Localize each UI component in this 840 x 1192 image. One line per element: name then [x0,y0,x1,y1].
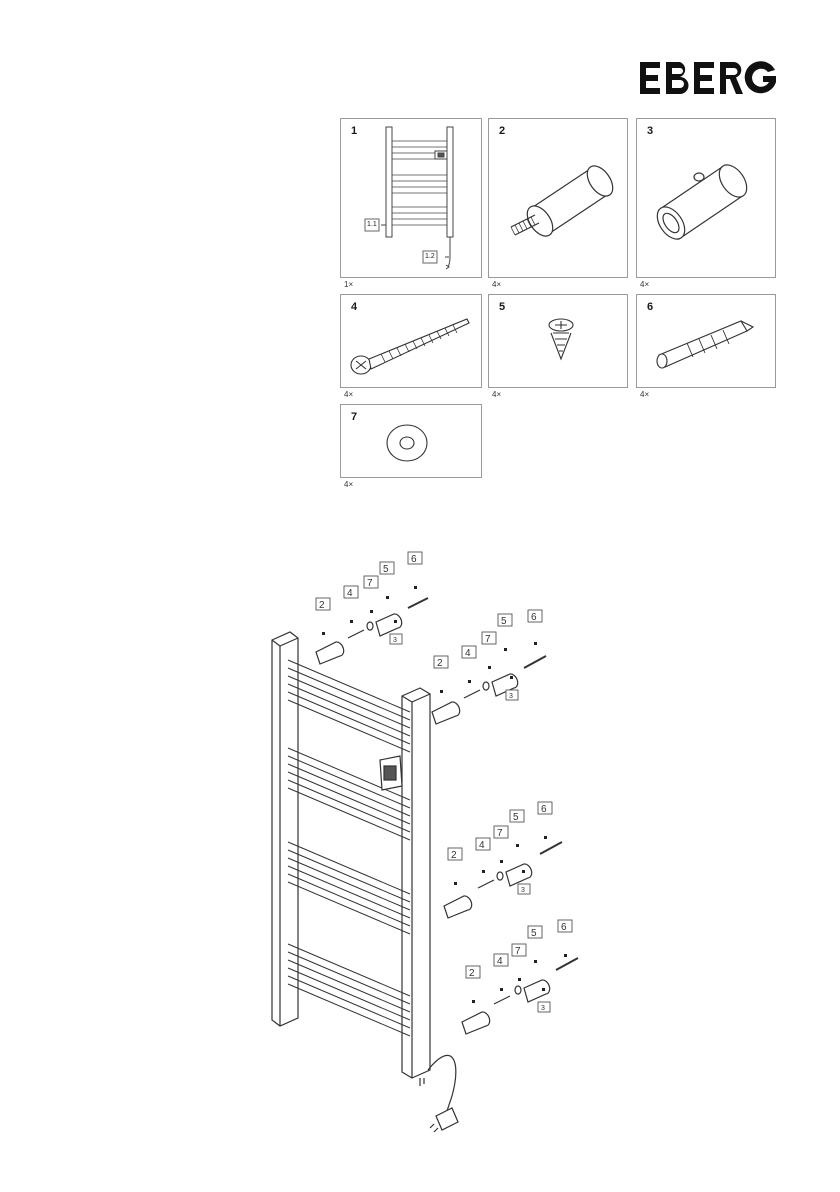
callout-6: 6 [561,922,567,933]
callout-5: 5 [501,616,507,627]
callout-3: 3 [509,693,513,700]
callout-5: 5 [513,812,519,823]
callout-7: 7 [497,828,503,839]
callout-4: 4 [479,840,485,851]
callout-6: 6 [531,612,537,623]
callout-4: 4 [497,956,503,967]
callout-2: 2 [469,968,475,979]
callout-2: 2 [319,600,325,611]
callout-7: 7 [515,946,521,957]
callout-7: 7 [367,578,373,589]
callout-6: 6 [541,804,547,815]
callout-3: 3 [521,887,525,894]
callout-4: 4 [465,648,471,659]
callout-5: 5 [383,564,389,575]
callout-3: 3 [541,1005,545,1012]
callout-2: 2 [451,850,457,861]
callout-2: 2 [437,658,443,669]
callout-3: 3 [393,637,397,644]
callout-5: 5 [531,928,537,939]
fixing-set-1 [316,598,428,664]
callout-7: 7 [485,634,491,645]
callout-4: 4 [347,588,353,599]
callout-6: 6 [411,554,417,565]
